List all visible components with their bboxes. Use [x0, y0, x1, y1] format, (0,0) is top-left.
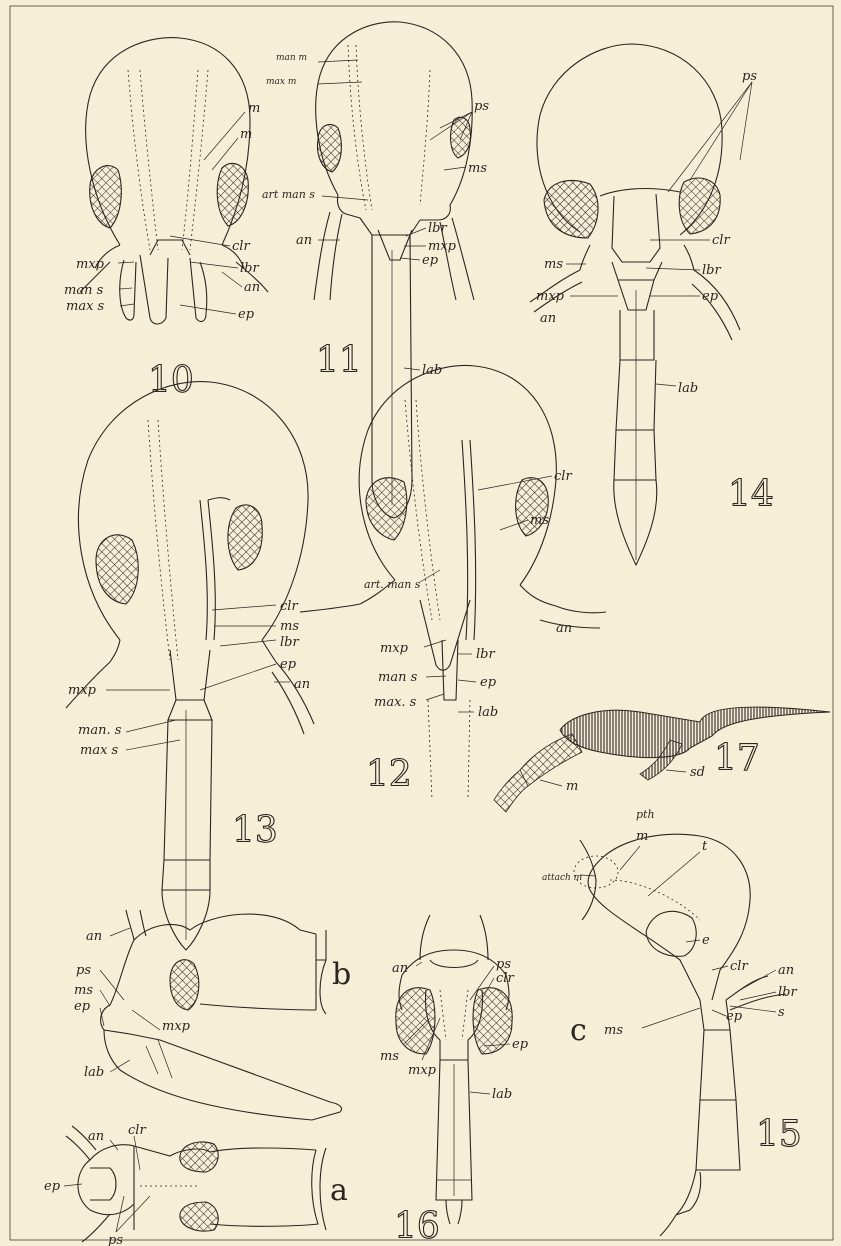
fig10-label-man-s: man s [64, 283, 104, 298]
fig15-label-lbr: lbr [778, 985, 797, 1000]
figb-label-ps: ps [76, 963, 91, 978]
fig12-label-clr: clr [554, 469, 572, 484]
fig13-label-ep: ep [280, 657, 297, 672]
figa-label-clr: clr [128, 1123, 146, 1138]
fig10-label-ep: ep [238, 307, 255, 322]
fig10-label-an: an [244, 280, 260, 295]
fig16-label-lab: lab [492, 1087, 512, 1102]
fig17-number: 17 [714, 738, 760, 779]
fig10-label-m1: m [248, 101, 260, 116]
fig15-label-s: s [778, 1005, 785, 1020]
fig12-label-an: an [556, 621, 572, 636]
figure-a: an clr ep ps a [44, 1123, 348, 1246]
fig11-label-ps: ps [474, 99, 489, 114]
fig13-label-ms: ms [280, 619, 299, 634]
fig10-label-m2: m [240, 127, 252, 142]
fig13-number: 13 [232, 810, 278, 851]
fig14-label-clr: clr [712, 233, 730, 248]
figure-12: clr art. man s ms an mxp lbr man s ep ma… [300, 365, 606, 800]
figure-14: ps clr ms lbr mxp ep an lab 14 [530, 44, 774, 565]
fig15-label-e: e [702, 933, 710, 948]
fig11-label-mxp: mxp [428, 239, 457, 254]
fig13-label-mxp: mxp [68, 683, 97, 698]
fig14-label-lab: lab [678, 381, 698, 396]
figure-10: m m clr lbr an mxp man s max s ep 10 [64, 38, 268, 401]
fig11-number: 11 [316, 340, 362, 381]
fig17-label-sd: sd [690, 765, 705, 780]
fig16-label-an: an [392, 961, 408, 976]
fig17-label-m: m [566, 779, 578, 794]
fig10-label-max-s: max s [66, 299, 105, 314]
figure-b: an ps ms ep mxp lab b [74, 910, 351, 1120]
figb-label-mxp: mxp [162, 1019, 191, 1034]
fig11-label-man-m: man m [276, 53, 307, 63]
fig15-label-m: m [636, 829, 648, 844]
fig15-label-ep: ep [726, 1009, 743, 1024]
figb-label-ms: ms [74, 983, 93, 998]
fig13-label-max-s: max s [80, 743, 119, 758]
fig15-label-attach-m: attach m [542, 873, 582, 883]
fig10-label-mxp: mxp [76, 257, 105, 272]
fig12-label-lab: lab [478, 705, 498, 720]
figa-label-an: an [88, 1129, 104, 1144]
fig14-label-ep: ep [702, 289, 719, 304]
fig14-number: 14 [728, 474, 774, 515]
fig12-label-lbr: lbr [476, 647, 495, 662]
fig15-label-ms: ms [604, 1023, 623, 1038]
fig14-label-mxp: mxp [536, 289, 565, 304]
fig12-label-ep: ep [480, 675, 497, 690]
fig12-label-man-s: man s [378, 670, 418, 685]
fig12-label-mxp: mxp [380, 641, 409, 656]
fig14-label-an: an [540, 311, 556, 326]
figb-label-lab: lab [84, 1065, 104, 1080]
fig12-label-max-s: max. s [374, 695, 417, 710]
fig12-number: 12 [366, 754, 412, 795]
fig11-label-art-man-s: art man s [262, 188, 315, 201]
fig17-label-pth: pth [636, 808, 655, 821]
fig11-label-lbr: lbr [428, 221, 447, 236]
fig15-number: 15 [756, 1114, 802, 1155]
fig10-label-clr: clr [232, 239, 250, 254]
fig11-label-an: an [296, 233, 312, 248]
fig10-label-lbr: lbr [240, 261, 259, 276]
figure-17: m sd pth 17 [494, 707, 830, 821]
figure-13: clr ms lbr mxp ep an man. s max s 13 [66, 382, 314, 950]
fig16-number: 16 [394, 1206, 440, 1246]
fig13-label-lbr: lbr [280, 635, 299, 650]
fig13-label-man-s: man. s [78, 723, 122, 738]
figa-letter: a [330, 1173, 348, 1208]
fig16-label-ms: ms [380, 1049, 399, 1064]
figb-label-an: an [86, 929, 102, 944]
figb-letter: b [332, 957, 351, 992]
figb-label-ep: ep [74, 999, 91, 1014]
figure-16: an ps clr ms ep mxp lab 16 [380, 915, 529, 1246]
fig14-label-ms: ms [544, 257, 563, 272]
fig15-label-an: an [778, 963, 794, 978]
fig15-label-t: t [702, 839, 708, 854]
fig16-label-clr: clr [496, 971, 514, 986]
fig15-letter: c [570, 1013, 587, 1048]
fig11-label-ep: ep [422, 253, 439, 268]
fig12-label-ms: ms [530, 513, 549, 528]
fig13-label-clr: clr [280, 599, 298, 614]
fig13-label-an: an [294, 677, 310, 692]
fig12-label-art-man-s: art. man s [364, 578, 421, 591]
fig11-label-max-m: max m [266, 77, 296, 87]
figure-15: m t attach m e clr an lbr ms ep s c 15 [542, 829, 802, 1236]
fig10-number: 10 [148, 360, 194, 401]
figa-label-ep: ep [44, 1179, 61, 1194]
fig14-label-ps: ps [742, 69, 757, 84]
fig14-label-lbr: lbr [702, 263, 721, 278]
fig11-label-ms: ms [468, 161, 487, 176]
fig16-label-mxp: mxp [408, 1063, 437, 1078]
fig16-label-ps: ps [496, 957, 511, 972]
fig16-label-ep: ep [512, 1037, 529, 1052]
fig15-label-clr: clr [730, 959, 748, 974]
figa-label-ps: ps [108, 1233, 123, 1246]
